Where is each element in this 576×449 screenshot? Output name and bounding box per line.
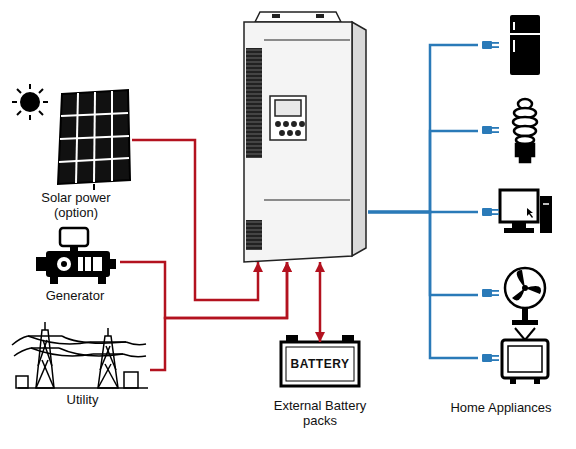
appliance-node [478, 100, 554, 162]
power-arrow [319, 262, 322, 342]
plug-symbols [482, 41, 499, 362]
power-line [368, 45, 478, 212]
power-line [368, 131, 478, 212]
appliance-node [478, 15, 554, 75]
appliance-node [478, 185, 554, 239]
node-label: Solar power (option) [20, 190, 132, 220]
appliance-node [478, 328, 554, 388]
node-label: BATTERY [282, 342, 358, 386]
bulb-icon [513, 99, 537, 162]
sun-icon [12, 84, 48, 120]
battery-box: BATTERY External Battery packs [270, 342, 370, 428]
inverter-unit [244, 12, 366, 262]
power-arrow [132, 140, 258, 300]
utility-towers-icon [12, 322, 148, 388]
solar-panel-icon [58, 90, 130, 190]
power-line [368, 212, 478, 358]
inverter-box [244, 12, 368, 262]
power-arrow [120, 262, 287, 318]
node-label: Generator [30, 288, 120, 303]
node-label: Utility [15, 392, 150, 407]
appliance-node [478, 265, 554, 325]
refrigerator-icon [510, 15, 540, 75]
generator-source: Generator [30, 226, 120, 303]
generator-icon [36, 228, 116, 284]
tv-icon [502, 328, 548, 384]
fan-icon [505, 268, 545, 325]
power-arrow [150, 262, 287, 370]
group-label: Home Appliances [436, 400, 566, 415]
utility-source: Utility [15, 318, 150, 407]
computer-icon [500, 190, 552, 233]
solar-source: Solar power (option) [20, 80, 132, 220]
node-caption: External Battery packs [270, 398, 370, 428]
battery-icon [281, 335, 359, 386]
power-line [368, 212, 478, 295]
